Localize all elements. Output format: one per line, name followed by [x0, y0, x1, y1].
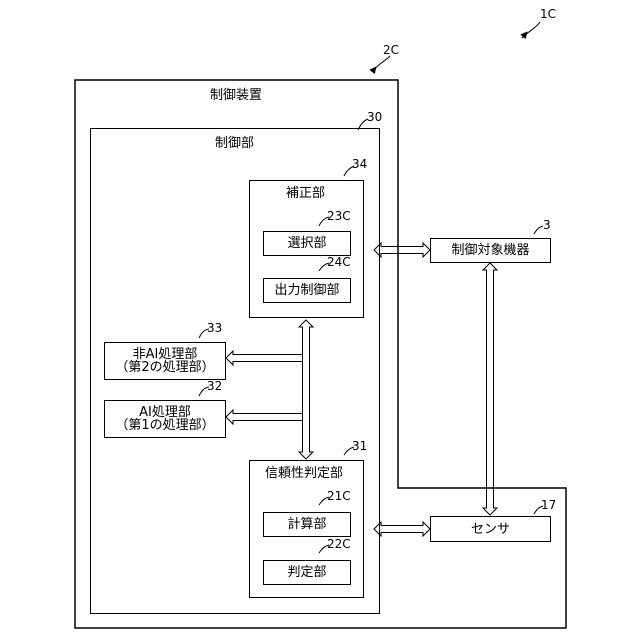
sensor-label: センサ	[471, 523, 510, 536]
leader-1c-arrow	[522, 32, 527, 38]
selection-unit-box: 選択部	[263, 231, 351, 256]
reliability-unit-label: 信頼性判定部	[265, 467, 343, 480]
arrow-reliability-to-sensor	[374, 522, 430, 536]
calculation-unit-label: 計算部	[287, 518, 326, 531]
ref-control-unit: 30	[367, 111, 382, 123]
ref-sensor: 17	[541, 499, 556, 511]
ref-control-device: 2C	[383, 44, 399, 56]
calculation-unit-box: 計算部	[263, 512, 351, 537]
arrow-correction-to-device	[374, 243, 430, 257]
sensor-box: センサ	[430, 516, 551, 542]
leader-2c-arrow	[372, 67, 376, 72]
judgment-unit-label: 判定部	[287, 566, 326, 579]
correction-unit-label: 補正部	[286, 187, 325, 200]
leader-1c	[522, 22, 540, 38]
control-unit-label: 制御部	[215, 137, 254, 150]
non-ai-unit-sublabel: （第2の処理部）	[115, 361, 214, 374]
controlled-device-label: 制御対象機器	[451, 244, 529, 257]
non-ai-unit-box: 非AI処理部 （第2の処理部）	[104, 342, 226, 380]
ref-controlled-device: 3	[543, 219, 551, 231]
ref-system: 1C	[540, 8, 556, 20]
selection-unit-label: 選択部	[287, 237, 326, 250]
arrow-device-to-sensor	[483, 263, 497, 515]
leader-2c	[372, 56, 390, 72]
ai-unit-sublabel: （第1の処理部）	[115, 419, 214, 432]
leader-3	[534, 226, 543, 234]
control-device-label: 制御装置	[210, 89, 262, 102]
output-control-unit-box: 出力制御部	[263, 278, 351, 303]
judgment-unit-box: 判定部	[263, 560, 351, 585]
controlled-device-box: 制御対象機器	[430, 238, 551, 263]
ai-unit-box: AI処理部 （第1の処理部）	[104, 400, 226, 438]
output-control-unit-label: 出力制御部	[274, 284, 339, 297]
